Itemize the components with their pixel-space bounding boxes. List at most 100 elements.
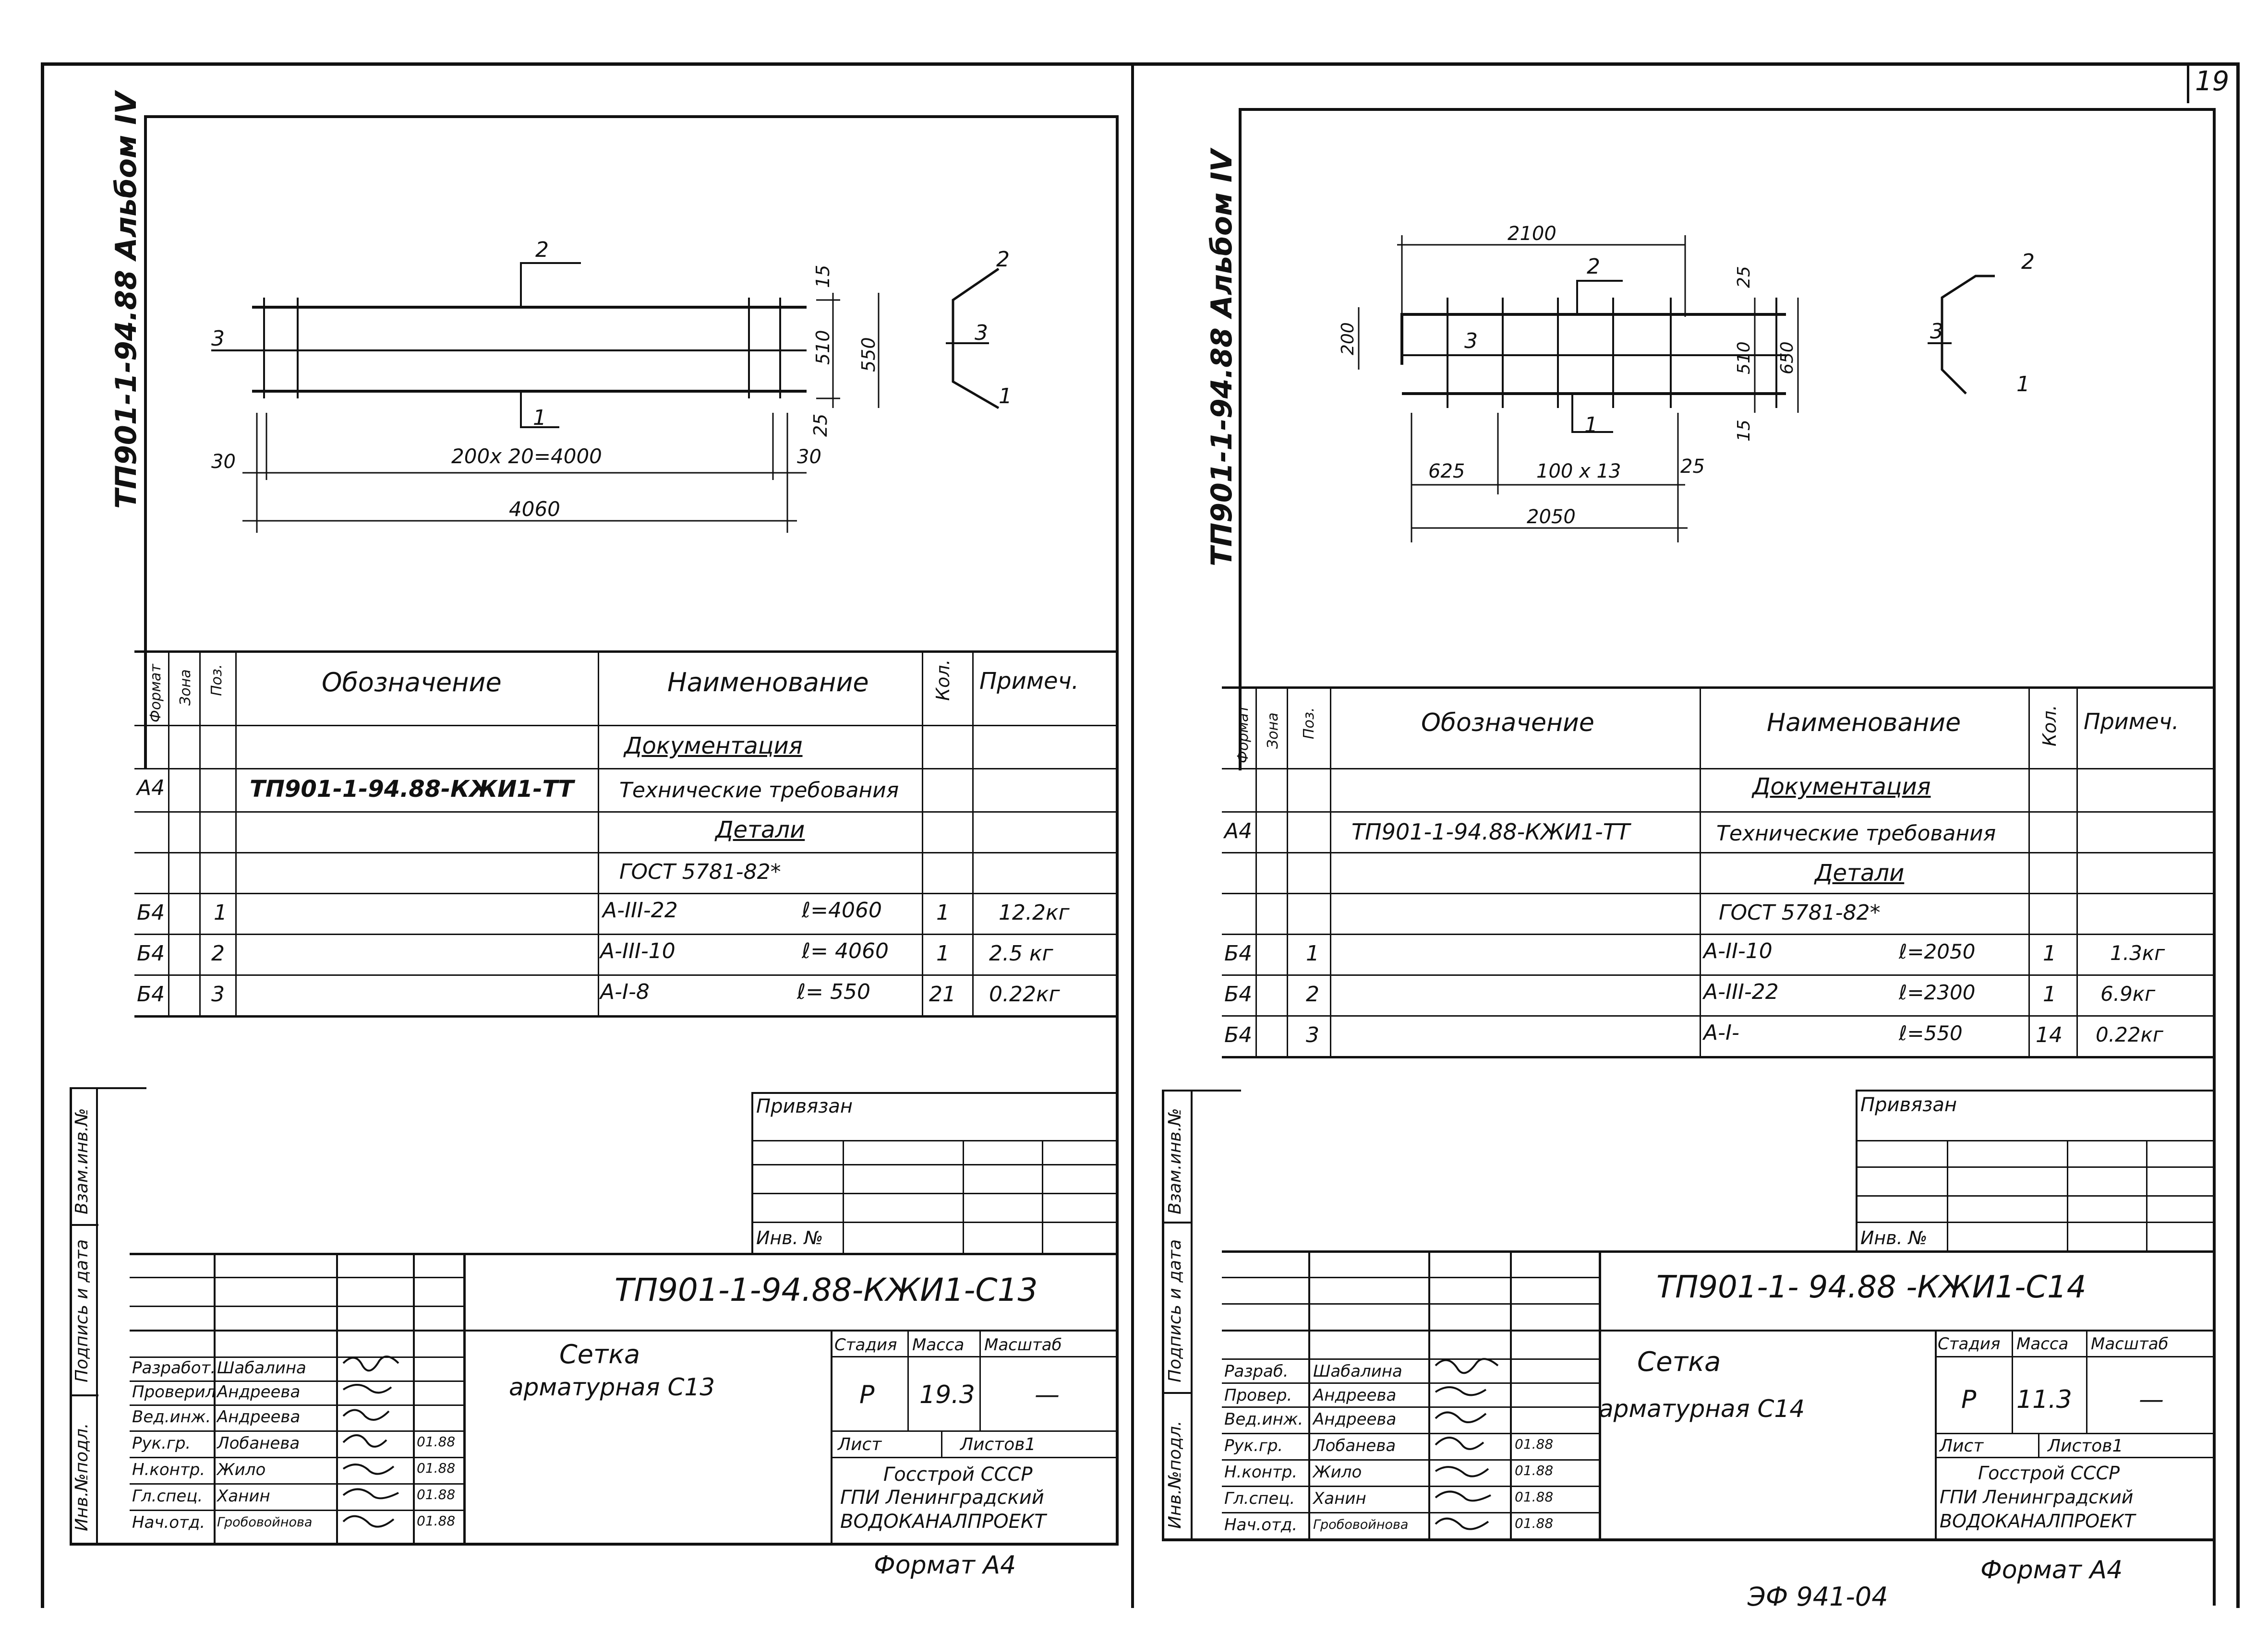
- album-label: ТП901-1-94.88 Альбом IV: [109, 92, 143, 509]
- table-cell-format: Б4: [1224, 941, 1253, 966]
- staff-name: Ханин: [217, 1487, 270, 1506]
- signature: [1435, 1437, 1484, 1450]
- table-cell-length: ℓ=2300: [1899, 981, 1976, 1004]
- sheet-label: Лист: [838, 1435, 882, 1454]
- title-block-line: [1222, 1250, 2216, 1253]
- table-cell-format: Б4: [137, 982, 165, 1007]
- table-line: [134, 811, 1119, 813]
- title-block-col: [2086, 1330, 2087, 1433]
- table-cell-name: A-III-22: [603, 898, 678, 923]
- table-col: [972, 650, 974, 1015]
- table-cell-qty: 1: [936, 900, 950, 925]
- binding-box-line: [1856, 1195, 2216, 1197]
- table-cell-note: 0.22кг: [2096, 1023, 2163, 1046]
- title-block-col: [214, 1253, 216, 1546]
- organization-line: Госстрой СССР: [1978, 1463, 2120, 1484]
- table-cell-format: Б4: [137, 941, 165, 966]
- margin-label: Инв.№подл.: [1165, 1420, 1185, 1529]
- table-line: [134, 725, 1119, 726]
- position-label: 1: [533, 406, 546, 430]
- table-line: [1222, 934, 2216, 935]
- title-block-line: [130, 1380, 466, 1382]
- footer-code: ЭФ 941-04: [1748, 1582, 1888, 1612]
- staff-name: Шабалина: [217, 1358, 306, 1378]
- staff-name: Шабалина: [1313, 1362, 1402, 1381]
- outer-border-left: [41, 62, 44, 1608]
- drawing-title-line1: Сетка: [1637, 1346, 1721, 1378]
- page-number: 19: [2195, 66, 2230, 97]
- title-block-line: [130, 1457, 466, 1458]
- binding-box-line: [2067, 1140, 2068, 1253]
- signature: [1435, 1466, 1489, 1477]
- signature: [1435, 1358, 1499, 1374]
- scale-value: —: [1035, 1380, 1060, 1409]
- title-block-col: [2038, 1433, 2039, 1457]
- table-line: [134, 1015, 1119, 1018]
- staff-role: Рук.гр.: [132, 1434, 191, 1453]
- position-label: 3: [975, 321, 988, 345]
- table-col: [235, 650, 237, 1015]
- binding-box-line: [843, 1140, 844, 1255]
- format-label: Формат А4: [874, 1551, 1016, 1580]
- staff-date: 01.88: [1515, 1463, 1554, 1478]
- signature: [342, 1515, 395, 1528]
- staff-role: Нач.отд.: [1224, 1515, 1298, 1535]
- table-cell-length: ℓ= 550: [797, 980, 871, 1004]
- title-block-line: [1222, 1459, 1601, 1461]
- position-label: 3: [211, 326, 225, 351]
- margin-label: Взам.инв.№: [1165, 1108, 1185, 1214]
- title-block-line: [130, 1306, 466, 1307]
- table-cell-format: Б4: [1224, 982, 1253, 1007]
- inventory-number-label: Инв. №: [1860, 1227, 1928, 1248]
- binding-box-line: [1856, 1222, 2216, 1223]
- dimension-label: 25: [1680, 456, 1705, 478]
- table-line: [1222, 893, 2216, 894]
- staff-name: Лобанева: [1313, 1436, 1396, 1455]
- table-line: [134, 934, 1119, 935]
- table-line: [134, 650, 1119, 653]
- staff-name: Лобанева: [217, 1434, 300, 1453]
- sheets-count-label: Листов1: [2048, 1436, 2123, 1456]
- table-cell-name: ГОСТ 5781-82*: [1719, 900, 1881, 925]
- binding-label: Привязан: [756, 1095, 853, 1117]
- staff-name: Гробовойнова: [217, 1515, 313, 1530]
- stage-value: Р: [1961, 1385, 1977, 1414]
- inner-frame-right: [1116, 115, 1119, 1546]
- table-line: [1222, 974, 2216, 976]
- table-line: [134, 893, 1119, 894]
- staff-name: Андреева: [1313, 1410, 1397, 1429]
- title-block-line: [130, 1483, 466, 1485]
- staff-date: 01.88: [417, 1434, 456, 1450]
- staff-role: Рук.гр.: [1224, 1436, 1283, 1455]
- signature: [342, 1434, 387, 1448]
- binding-box-line: [751, 1140, 1116, 1141]
- margin-label: Инв.№подл.: [72, 1423, 92, 1531]
- header-zone: Зона: [1265, 712, 1281, 749]
- margin-line: [1162, 1392, 1193, 1394]
- signature: [342, 1488, 399, 1500]
- binding-box-line: [2146, 1140, 2147, 1253]
- table-line: [134, 974, 1119, 976]
- margin-label: Взам.инв.№: [72, 1108, 92, 1214]
- title-block-line: [1222, 1303, 1601, 1305]
- binding-box-line: [1856, 1090, 2216, 1092]
- signature: [342, 1356, 399, 1372]
- staff-role: Н.контр.: [1224, 1463, 1298, 1482]
- header-qty: Кол.: [2039, 705, 2060, 746]
- signature: [342, 1464, 395, 1475]
- title-block-col: [1599, 1250, 1601, 1538]
- outer-border-top: [41, 62, 2240, 66]
- table-cell-name: A-III-22: [1703, 980, 1779, 1004]
- inventory-number-label: Инв. №: [756, 1227, 823, 1248]
- dimension-label: 200x 20=4000: [451, 444, 602, 468]
- margin-line: [70, 1087, 146, 1089]
- title-block-line: [130, 1430, 466, 1432]
- inner-frame-bottom: [70, 1543, 1119, 1546]
- title-block-line: [831, 1356, 1119, 1357]
- dimension-label: 200: [1338, 322, 1358, 355]
- mass-header: Масса: [2016, 1334, 2069, 1354]
- table-cell-note: 6.9кг: [2100, 982, 2156, 1006]
- inner-frame-top: [1239, 108, 2216, 111]
- stage-value: Р: [859, 1380, 875, 1409]
- signature: [342, 1409, 390, 1421]
